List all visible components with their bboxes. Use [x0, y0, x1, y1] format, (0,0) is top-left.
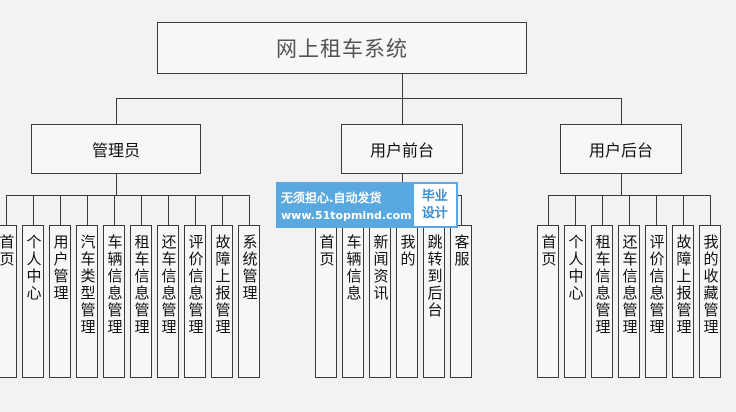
leaf-label: 故障上报管理	[213, 234, 232, 336]
group-drop-line	[402, 98, 403, 124]
watermark-badge-bottom: 设计	[421, 206, 448, 221]
leaf-node: 跳转到后台	[423, 225, 445, 378]
leaf-node: 车辆信息	[342, 225, 364, 378]
group-node-backend: 用户后台	[560, 124, 682, 174]
leaf-node: 租车信息管理	[591, 225, 613, 378]
leaf-drop-line	[629, 195, 630, 225]
leaf-drop-line	[656, 195, 657, 225]
leaf-label: 我的	[398, 234, 417, 268]
leaf-label: 个人中心	[24, 234, 43, 302]
root-stem-line	[402, 74, 403, 98]
watermark-url: www.51topmind.com	[281, 208, 412, 222]
leaf-label: 我的收藏管理	[701, 234, 720, 336]
watermark-banner: 无须担心.自动发货 www.51topmind.com	[276, 182, 412, 228]
leaf-label: 首页	[539, 234, 558, 268]
leaf-drop-line	[33, 195, 34, 225]
root-label: 网上租车系统	[276, 37, 408, 61]
leaf-label: 个人中心	[566, 234, 585, 302]
leaf-node: 故障上报管理	[672, 225, 694, 378]
watermark-badge-top: 毕业	[421, 189, 448, 204]
leaf-drop-line	[249, 195, 250, 225]
leaf-drop-line	[114, 195, 115, 225]
group-label-backend: 用户后台	[588, 141, 653, 160]
leaf-node: 汽车类型管理	[76, 225, 98, 378]
leaf-node: 用户管理	[49, 225, 71, 378]
leaf-drop-line	[87, 195, 88, 225]
leaf-node: 租车信息管理	[130, 225, 152, 378]
leaf-drop-line	[168, 195, 169, 225]
leaf-drop-line	[602, 195, 603, 225]
leaf-label: 客服	[452, 234, 471, 268]
group-stem-line	[116, 174, 117, 195]
leaf-label: 用户管理	[51, 234, 70, 302]
leaf-node: 个人中心	[22, 225, 44, 378]
leaf-label: 新闻资讯	[371, 234, 390, 302]
leaf-label: 系统管理	[240, 234, 259, 302]
leaf-label: 车辆信息管理	[105, 234, 124, 336]
leaf-node: 还车信息管理	[618, 225, 640, 378]
watermark-badge: 毕业 设计	[411, 182, 458, 228]
leaf-label: 还车信息管理	[159, 234, 178, 336]
leaf-node: 车辆信息管理	[103, 225, 125, 378]
leaf-node: 个人中心	[564, 225, 586, 378]
leaf-label: 评价信息管理	[647, 234, 666, 336]
root-node: 网上租车系统	[157, 22, 527, 74]
leaf-label: 汽车类型管理	[78, 234, 97, 336]
leaf-label: 租车信息管理	[132, 234, 151, 336]
leaf-label: 租车信息管理	[593, 234, 612, 336]
leaf-label: 首页	[0, 234, 16, 268]
leaf-label: 首页	[317, 234, 336, 268]
leaf-drop-line	[683, 195, 684, 225]
group-bus-line	[6, 195, 250, 196]
watermark: 无须担心.自动发货 www.51topmind.com 毕业 设计	[276, 182, 458, 228]
leaf-label: 故障上报管理	[674, 234, 693, 336]
group-stem-line	[621, 174, 622, 195]
leaf-drop-line	[6, 195, 7, 225]
group-node-admin: 管理员	[31, 124, 201, 174]
group-drop-line	[116, 98, 117, 124]
leaf-label: 车辆信息	[344, 234, 363, 302]
leaf-drop-line	[710, 195, 711, 225]
leaf-node: 首页	[315, 225, 337, 378]
leaf-drop-line	[195, 195, 196, 225]
group-label-admin: 管理员	[91, 141, 140, 160]
group-label-frontend: 用户前台	[369, 141, 434, 160]
leaf-drop-line	[222, 195, 223, 225]
leaf-node: 客服	[450, 225, 472, 378]
leaf-node: 首页	[537, 225, 559, 378]
leaf-label: 评价信息管理	[186, 234, 205, 336]
leaf-node: 故障上报管理	[211, 225, 233, 378]
leaf-node: 我的	[396, 225, 418, 378]
leaf-node: 新闻资讯	[369, 225, 391, 378]
leaf-node: 首页	[0, 225, 17, 378]
leaf-drop-line	[60, 195, 61, 225]
group-drop-line	[621, 98, 622, 124]
leaf-node: 评价信息管理	[645, 225, 667, 378]
leaf-label: 还车信息管理	[620, 234, 639, 336]
leaf-node: 系统管理	[238, 225, 260, 378]
leaf-drop-line	[575, 195, 576, 225]
leaf-node: 我的收藏管理	[699, 225, 721, 378]
leaf-drop-line	[141, 195, 142, 225]
group-node-frontend: 用户前台	[341, 124, 463, 174]
leaf-label: 跳转到后台	[425, 234, 444, 319]
leaf-node: 还车信息管理	[157, 225, 179, 378]
leaf-drop-line	[548, 195, 549, 225]
leaf-node: 评价信息管理	[184, 225, 206, 378]
leaf-drop-line	[461, 195, 462, 225]
watermark-slogan: 无须担心.自动发货	[281, 190, 382, 205]
top-bus-line	[116, 98, 622, 99]
